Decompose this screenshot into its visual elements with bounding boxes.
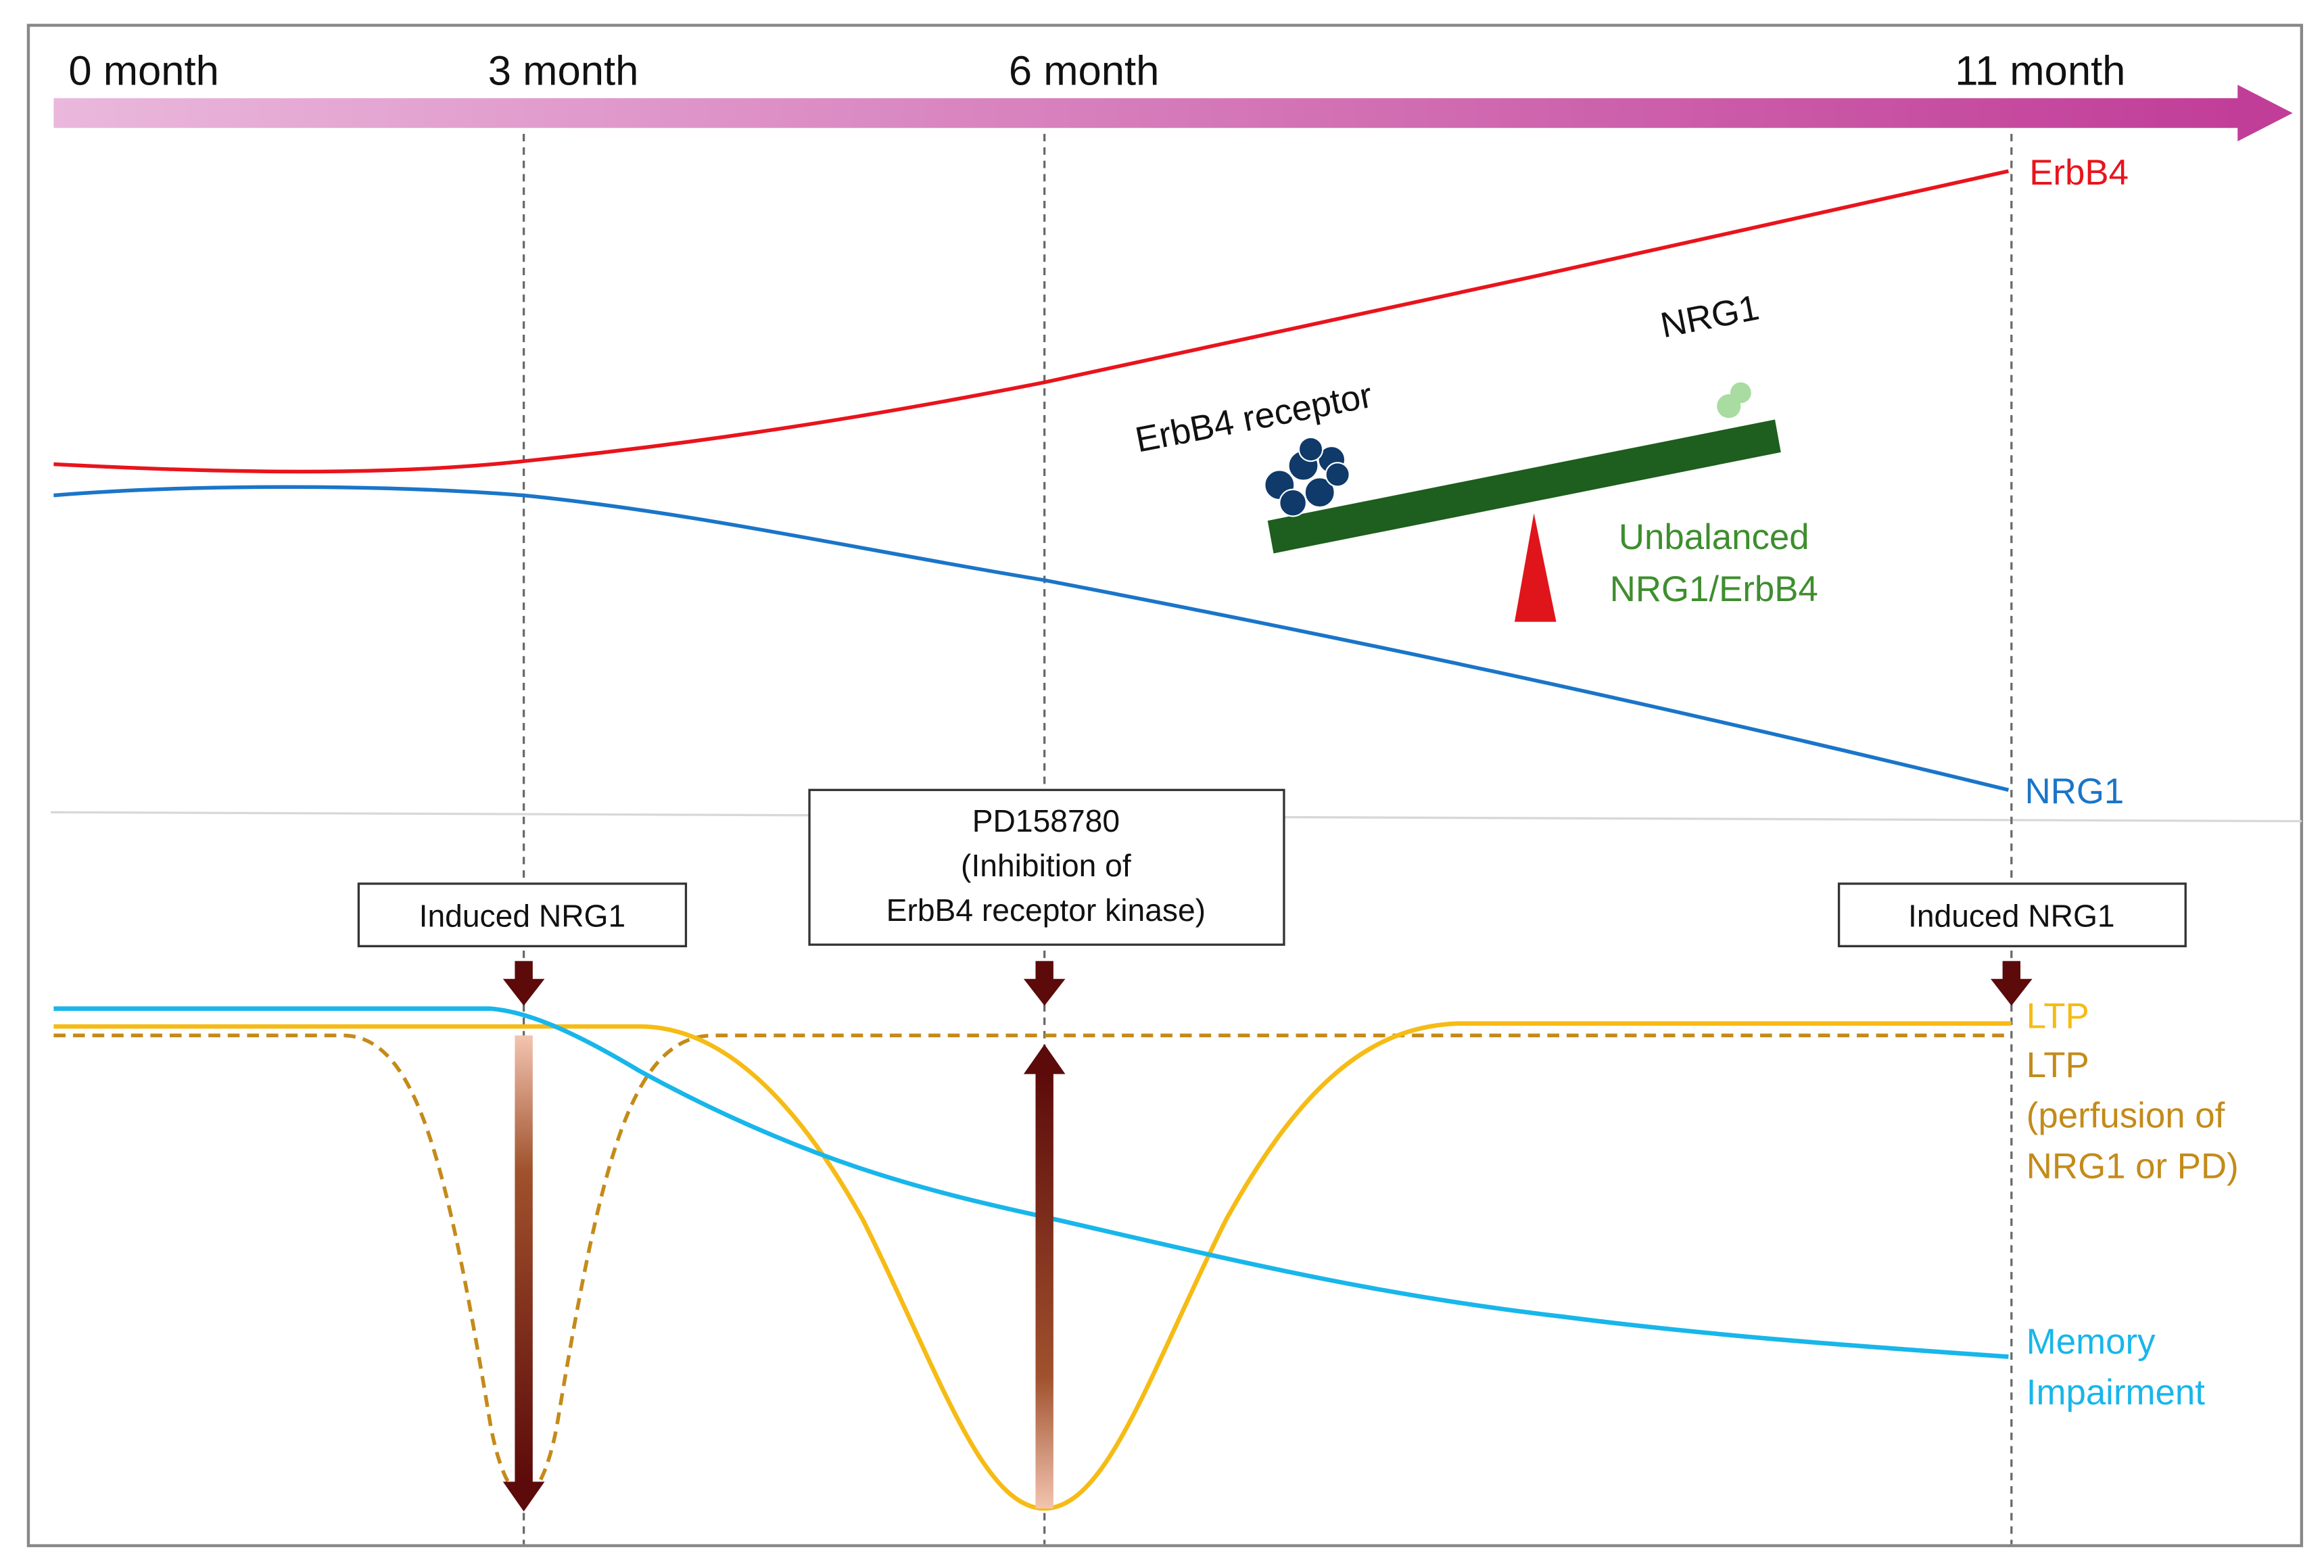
tick-0-month: 0 month [68, 47, 219, 94]
induced-nrg1-left-text: Induced NRG1 [419, 899, 626, 934]
fulcrum-icon [1514, 513, 1557, 622]
induced-nrg1-effect-arrow [502, 1035, 545, 1512]
ltp-perfusion-label-line3: NRG1 or PD) [2026, 1147, 2239, 1187]
pd-effect-arrow [1023, 1044, 1066, 1508]
figure-border [26, 24, 2304, 1548]
tick-3-month: 3 month [488, 47, 639, 94]
memory-impairment-curve [53, 1006, 2009, 1359]
erbb4-label: ErbB4 [2029, 153, 2129, 193]
unbalanced-caption-line2: NRG1/ErbB4 [1610, 569, 1818, 609]
pd-box-line2: (Inhibition of [961, 848, 1131, 883]
erbb4-curve [53, 169, 2010, 474]
induced-nrg1-right-text: Induced NRG1 [1908, 899, 2115, 934]
nrg1-curve [53, 485, 2010, 792]
pd-box-line1: PD158780 [972, 803, 1120, 838]
tick-11-month: 11 month [1955, 47, 2125, 94]
timeline-arrow [53, 85, 2293, 142]
seesaw-beam [1267, 419, 1781, 554]
tick-6-month: 6 month [1009, 47, 1160, 94]
pd158780-box: PD158780 (Inhibition of ErbB4 receptor k… [808, 788, 1285, 946]
induced-nrg1-box-right: Induced NRG1 [1837, 882, 2187, 947]
ltp-perfusion-label-line1: LTP [2026, 1045, 2089, 1085]
ltp-perfusion-curve [53, 1033, 2012, 1497]
unbalanced-caption-line1: Unbalanced [1619, 517, 1809, 557]
ltp-label: LTP [2026, 996, 2089, 1036]
nrg1-ligand-icon [1717, 382, 1751, 419]
erbb4-receptor-cluster-icon [1264, 436, 1350, 517]
memory-label-line2: Impairment [2026, 1373, 2205, 1412]
induced-nrg1-box-left: Induced NRG1 [357, 882, 688, 947]
memory-label-line1: Memory [2026, 1322, 2156, 1362]
ltp-perfusion-label-line2: (perfusion of [2026, 1096, 2225, 1136]
pointer-arrow-11-month [1991, 961, 2033, 1006]
pd-box-line3: ErbB4 receptor kinase) [886, 893, 1206, 928]
box-pointer-arrows [502, 961, 2033, 1006]
nrg1-label: NRG1 [2025, 771, 2125, 811]
pointer-arrow-6-month [1023, 961, 1066, 1006]
pointer-arrow-3-month [502, 961, 545, 1006]
